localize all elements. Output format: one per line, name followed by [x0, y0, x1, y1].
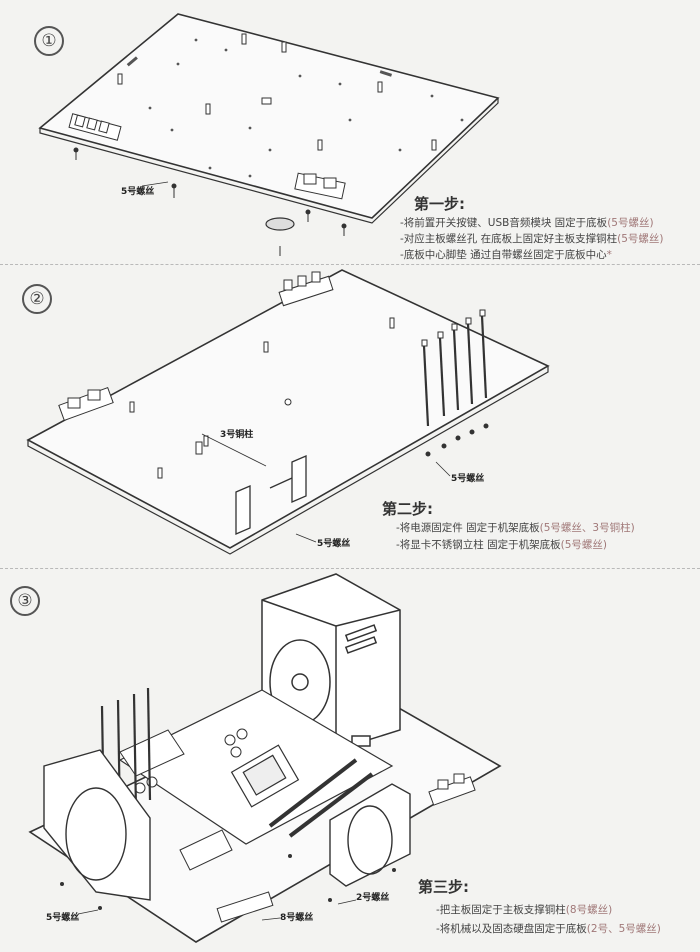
capacitors — [134, 728, 248, 794]
plate-holes — [148, 38, 464, 178]
step-1-panel: 5号螺丝 ① 第一步: -将前置开关按键、USB音频模块 固定于底板(5号螺丝)… — [0, 0, 700, 262]
usb-audio-module — [428, 773, 476, 806]
step-2-title: 第二步: — [382, 500, 433, 518]
center-hole — [284, 398, 292, 406]
callout-screw-8: 8号螺丝 — [280, 911, 313, 923]
base-plate-edge — [27, 366, 549, 555]
base-plate — [26, 269, 550, 549]
divider-1 — [0, 264, 700, 265]
callout-screw-5: 5号螺丝 — [46, 911, 79, 923]
screws — [73, 147, 347, 256]
front-switch-module — [216, 891, 274, 923]
callout-screw-5: 5号螺丝 — [121, 185, 154, 197]
front-switch-module — [278, 271, 334, 307]
step-3-title: 第三步: — [418, 878, 469, 896]
step-2-diagram: 3号铜柱 5号螺丝 5号螺丝 — [26, 269, 550, 555]
solid-state-drive — [329, 783, 411, 887]
step-1-marker: ① — [34, 26, 64, 56]
copper-standoff-3 — [195, 441, 203, 455]
step-1-line-2: -对应主板螺丝孔 在底板上固定好主板支撑铜柱(5号螺丝) — [400, 233, 664, 245]
pillar-screws — [425, 423, 489, 457]
front-switch-module — [68, 113, 122, 141]
step-1-line-3: -底板中心脚垫 通过自带螺丝固定于底板中心* — [400, 249, 612, 261]
step-1-title: 第一步: — [414, 195, 465, 213]
motherboard — [118, 689, 394, 845]
usb-audio-module — [294, 172, 346, 200]
callout-screw-5-pillars: 5号螺丝 — [451, 472, 484, 484]
step-2-line-1: -将电源固定件 固定于机架底板(5号螺丝、3号铜柱) — [396, 522, 635, 534]
step-1-line-1: -将前置开关按键、USB音频模块 固定于底板(5号螺丝) — [400, 217, 654, 229]
base-plate-edge — [39, 98, 499, 224]
step-3-line-2: -将机械以及固态硬盘固定于底板(2号、5号螺丝) — [436, 923, 661, 935]
step-2-panel: 3号铜柱 5号螺丝 5号螺丝 ② 第二步: -将电源固定件 固定于机架底板(5号… — [0, 266, 700, 566]
plate-slot — [126, 56, 138, 67]
standoffs — [117, 33, 437, 151]
center-foot-pad — [265, 217, 295, 231]
callout-screw-2: 2号螺丝 — [356, 891, 389, 903]
step-3-line-1: -把主板固定于主板支撑铜柱(8号螺丝) — [436, 904, 613, 916]
usb-audio-module — [58, 386, 114, 422]
step-3-marker: ③ — [10, 586, 40, 616]
step-2-marker: ② — [22, 284, 52, 314]
callout-copper-3: 3号铜柱 — [220, 428, 253, 440]
divider-2 — [0, 568, 700, 569]
callout-screw-5-bracket: 5号螺丝 — [317, 537, 350, 549]
gpu-pillars — [422, 315, 488, 427]
psu-brackets — [235, 455, 307, 535]
plate-slot — [379, 70, 393, 77]
step-3-panel: 5号螺丝 2号螺丝 8号螺丝 ③ 第三步: -把主板固定于主板支撑铜柱(8号螺丝… — [0, 570, 700, 952]
step-3-diagram: 5号螺丝 2号螺丝 8号螺丝 — [28, 573, 502, 943]
step-2-line-2: -将显卡不锈钢立柱 固定于机架底板(5号螺丝) — [396, 539, 608, 551]
base-plate — [38, 13, 500, 219]
hard-drive — [43, 749, 151, 901]
standoffs — [129, 317, 395, 479]
step-1-diagram: 5号螺丝 — [38, 13, 500, 256]
screws — [60, 854, 396, 910]
cpu-cooler — [261, 573, 401, 751]
